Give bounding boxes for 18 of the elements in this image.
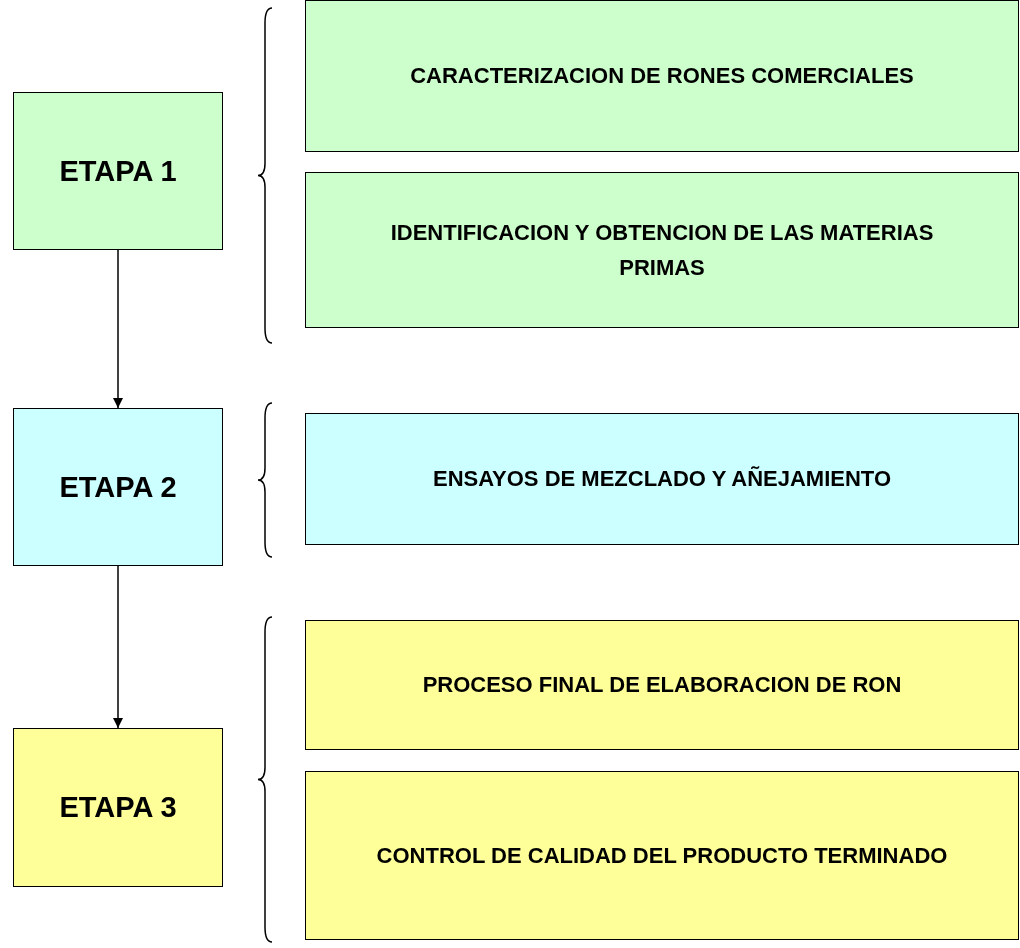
task-box bbox=[305, 413, 1019, 545]
arrow bbox=[112, 565, 124, 729]
task-box bbox=[305, 620, 1019, 750]
box-label: ETAPA 3 bbox=[59, 790, 177, 826]
task-box bbox=[305, 0, 1019, 152]
box-label: CONTROL DE CALIDAD DEL PRODUCTO TERMINADO bbox=[376, 841, 948, 870]
task-box bbox=[305, 771, 1019, 940]
box-label: CARACTERIZACION DE RONES COMERCIALES bbox=[410, 62, 914, 91]
stage-box bbox=[13, 408, 223, 566]
task-box bbox=[305, 172, 1019, 328]
box-label: ETAPA 1 bbox=[59, 153, 177, 189]
stage-box bbox=[13, 92, 223, 250]
stage-box bbox=[13, 728, 223, 887]
box-label: PROCESO FINAL DE ELABORACION DE RON bbox=[422, 671, 902, 700]
box-label: IDENTIFICACION Y OBTENCION DE LAS MATERIAS PRIMAS bbox=[389, 218, 935, 282]
box-label: ETAPA 2 bbox=[59, 469, 177, 505]
box-label: ENSAYOS DE MEZCLADO Y AÑEJAMIENTO bbox=[433, 465, 891, 494]
arrow bbox=[112, 249, 124, 409]
